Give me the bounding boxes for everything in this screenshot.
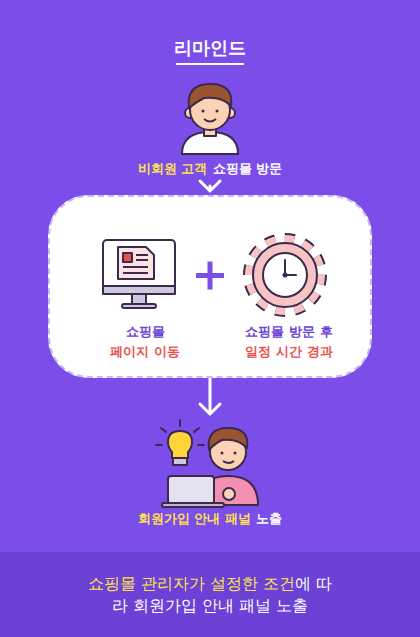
title-underline (176, 63, 244, 65)
node-text: 일정 시간 경과 (245, 342, 332, 362)
visitor-node: 비회원 고객 쇼핑몰 방문 (0, 78, 420, 178)
node-text: 쇼핑몰 (126, 322, 165, 342)
node-text: 회원가입 안내 패널 (138, 511, 251, 526)
node-text: 쇼핑몰 방문 (213, 161, 283, 176)
node-text: 쇼핑몰 방문 후 (245, 322, 332, 342)
member-icon (156, 420, 258, 507)
dashed-group-box: 쇼핑몰페이지 이동쇼핑몰 방문 후일정 시간 경과 (48, 195, 372, 378)
title-box: 리마인드 (0, 36, 420, 60)
condition-band: 쇼핑몰 관리자가 설정한 조건에 따라 회원가입 안내 패널 노출 (0, 552, 420, 637)
arrow-line (200, 181, 220, 191)
member-panel-node: 회원가입 안내 패널 노출 (0, 418, 420, 528)
node-text: 비회원 고객 (138, 161, 208, 176)
time-passed-node: 쇼핑몰 방문 후일정 시간 경과 (214, 322, 364, 362)
page-move-node: 쇼핑몰페이지 이동 (80, 322, 210, 362)
node-text: 노출 (256, 511, 282, 526)
visitor-icon (182, 84, 238, 154)
bottom-band-ground (0, 552, 420, 637)
node-text: 쇼핑몰 관리자가 설정한 조건 (88, 574, 295, 593)
node-text: 페이지 이동 (110, 342, 180, 362)
title-text: 리마인드 (174, 37, 246, 58)
flow-arrow (200, 181, 220, 191)
